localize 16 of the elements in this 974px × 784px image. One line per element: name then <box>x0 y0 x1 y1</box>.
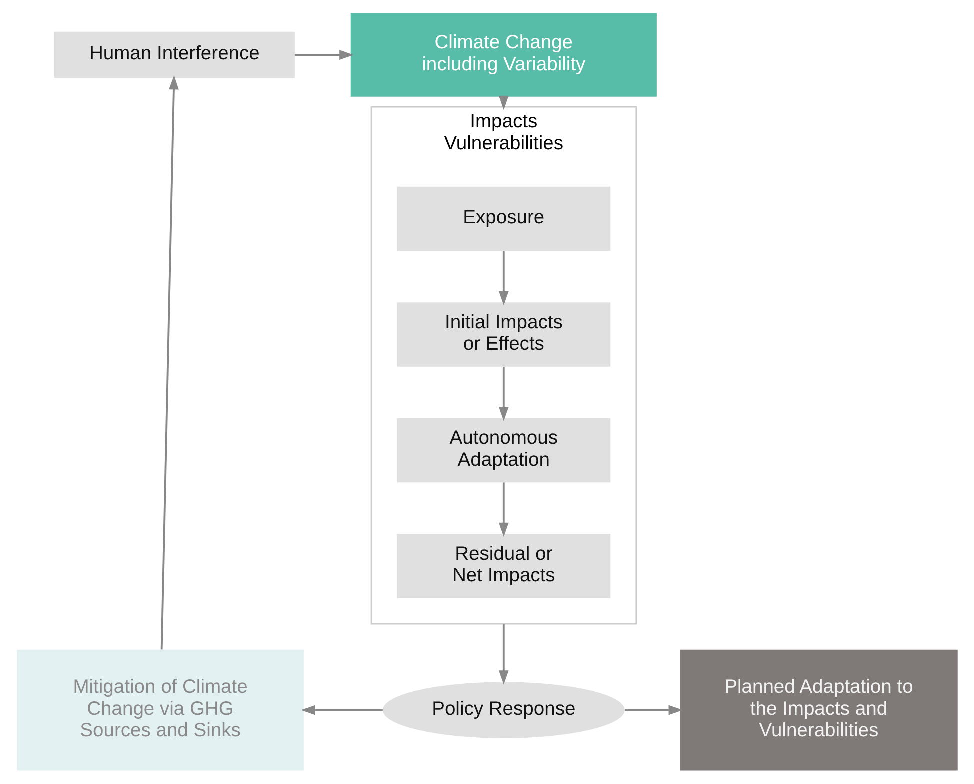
arrow <box>294 50 354 60</box>
node-box: Initial Impacts or Effects <box>396 302 610 367</box>
node-box: Residual or Net Impacts <box>396 534 610 598</box>
node-box: Autonomous Adaptation <box>396 418 610 483</box>
arrow <box>300 705 382 716</box>
node-box: Planned Adaptation to the Impacts and Vulnerabilities <box>680 650 958 771</box>
arrow <box>498 624 508 685</box>
node-box: Mitigation of Climate Change via GHG Sources and Sinks <box>16 650 304 771</box>
arrow <box>498 251 508 306</box>
node-box: Exposure <box>396 186 610 252</box>
arrow <box>160 76 178 650</box>
arrow <box>498 482 508 537</box>
arrow <box>624 705 682 716</box>
arrow <box>498 366 508 422</box>
node-ellipse: Policy Response <box>382 682 624 738</box>
node-box: Human Interference <box>54 32 294 78</box>
